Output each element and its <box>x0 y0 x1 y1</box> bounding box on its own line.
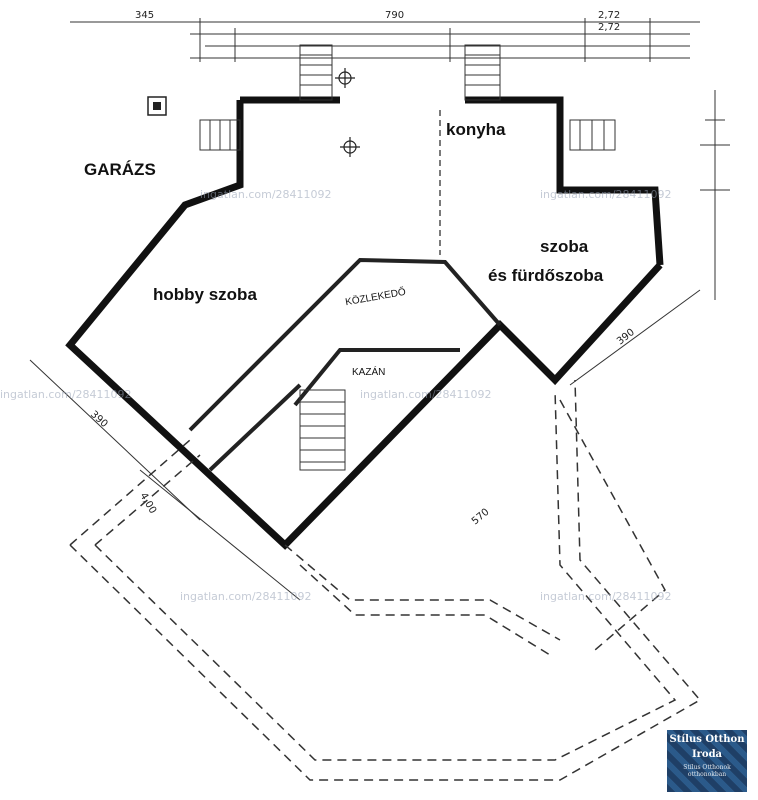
agency-logo: Stílus Otthon Iroda Stílus Otthonok otth… <box>667 730 747 792</box>
room-label-hobby: hobby szoba <box>153 285 257 304</box>
chimney <box>147 96 167 116</box>
dim-top-2: 790 <box>385 10 404 21</box>
room-label-room-line1: szoba <box>540 237 589 256</box>
logo-tagline: Stílus Otthonok otthonokban <box>683 764 731 778</box>
room-label-kitchen: konyha <box>446 120 506 139</box>
logo-line-1: Stílus Otthon <box>669 734 745 745</box>
right-dimension-lines <box>569 90 730 386</box>
room-label-boiler: KAZÁN <box>352 367 386 378</box>
watermark-3: ingatlan.com/28411092 <box>0 388 132 401</box>
top-dimension-lines <box>70 18 700 62</box>
inner-walls <box>188 257 502 472</box>
watermark-6: ingatlan.com/28411092 <box>540 590 672 603</box>
terrace-outline <box>69 379 702 781</box>
room-label-garage: GARÁZS <box>84 160 156 179</box>
dim-left-1: 390 <box>88 409 110 430</box>
outer-walls <box>65 96 664 550</box>
dim-bottom-2: 4,00 <box>137 491 158 516</box>
logo-line-2: Iroda <box>691 749 723 760</box>
dim-bottom-1: 570 <box>470 507 492 528</box>
watermark-5: ingatlan.com/28411092 <box>180 590 312 603</box>
watermark-2: ingatlan.com/28411092 <box>540 188 672 201</box>
dim-top-1: 345 <box>135 10 154 21</box>
dim-top-4: 2,72 <box>598 22 620 33</box>
stairs <box>199 44 616 471</box>
level-markers <box>335 68 441 255</box>
left-dimension-lines <box>29 359 301 601</box>
watermark-1: ingatlan.com/28411092 <box>200 188 332 201</box>
watermark-4: ingatlan.com/28411092 <box>360 388 492 401</box>
dim-top-3: 2,72 <box>598 10 620 21</box>
room-label-room-line2: és fürdőszoba <box>488 266 604 285</box>
